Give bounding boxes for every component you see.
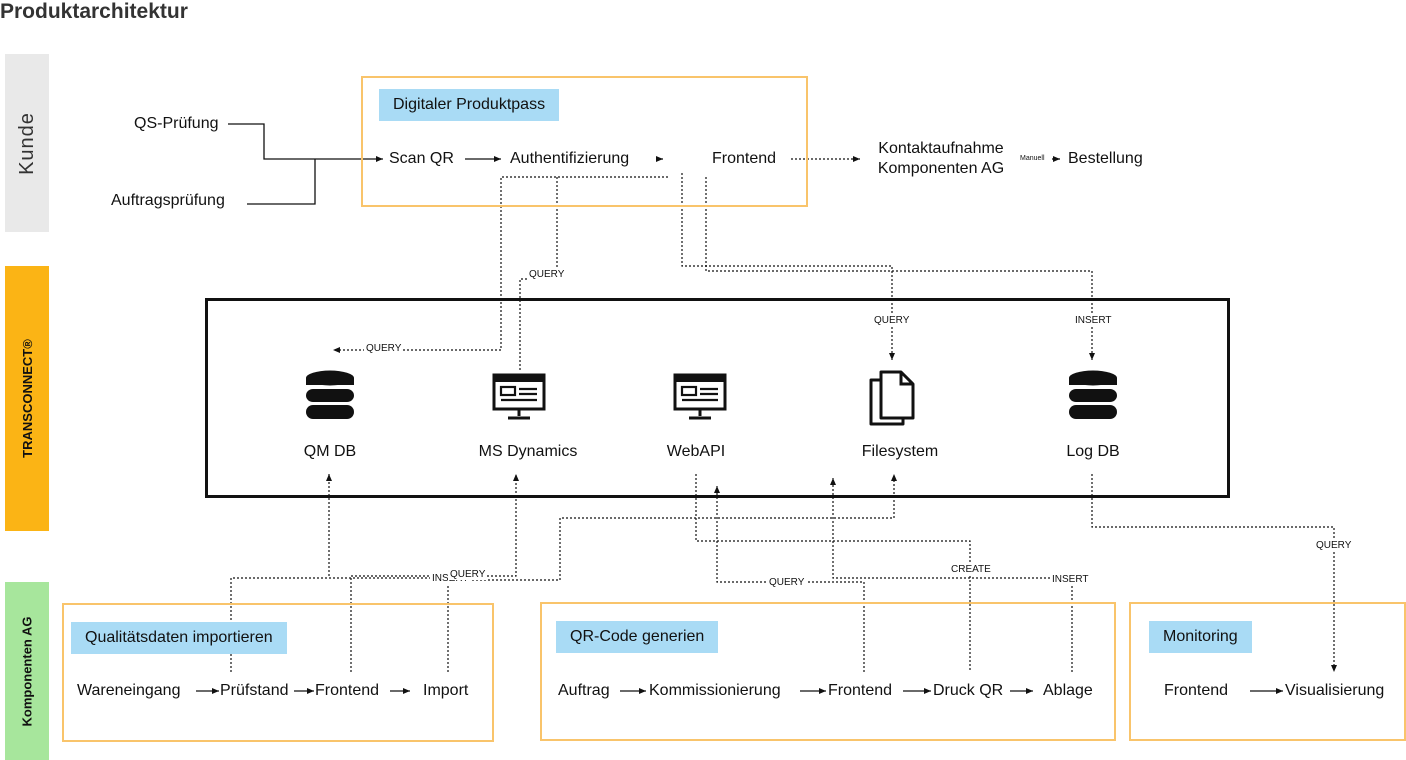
kontakt-line2: Komponenten AG (877, 160, 1005, 177)
manuell-label: Manuell (1020, 155, 1045, 162)
page-title: Produktarchitektur (0, 0, 188, 23)
step-wareneingang: Wareneingang (77, 682, 181, 699)
edge-label-query-monitoring: QUERY (1314, 540, 1354, 551)
frontend-kunde-node: Frontend (712, 150, 777, 167)
ms-dynamics-label: MS Dynamics (478, 443, 578, 460)
step-frontend-qualitaet: Frontend (315, 682, 380, 699)
produktpass-box (361, 76, 808, 207)
lane-komponenten-ag: Komponenten AG (5, 582, 49, 760)
webapi-label: WebAPI (666, 443, 726, 460)
database-icon (306, 370, 354, 419)
qrcode-tag: QR-Code generien (556, 621, 719, 653)
edge-label-query-msdynamics: QUERY (527, 269, 567, 280)
step-import: Import (423, 682, 469, 699)
step-frontend-qrcode: Frontend (828, 682, 893, 699)
step-frontend-monitoring: Frontend (1164, 682, 1229, 699)
edge-label-query-qmdb: QUERY (364, 343, 404, 354)
lane-komponenten-label: Komponenten AG (19, 615, 35, 727)
lane-transconnect-label: TRANSCONNECT® (19, 339, 35, 458)
kontaktaufnahme-node: Kontaktaufnahme Komponenten AG (878, 139, 1004, 179)
lane-transconnect: TRANSCONNECT® (5, 266, 49, 531)
database-icon (1069, 370, 1117, 419)
lane-kunde: Kunde (5, 54, 49, 232)
step-visualisierung: Visualisierung (1285, 682, 1385, 699)
qs-pruefung-node: QS-Prüfung (134, 115, 219, 132)
files-icon (869, 370, 915, 426)
qrcode-box (540, 602, 1116, 741)
filesystem-label: Filesystem (861, 443, 939, 460)
edge-label-create: CREATE (949, 564, 993, 575)
authentifizierung-node: Authentifizierung (510, 150, 630, 167)
monitoring-box (1129, 602, 1406, 741)
scan-qr-node: Scan QR (389, 150, 454, 167)
qualitaetsdaten-tag: Qualitätsdaten importieren (71, 622, 287, 654)
step-kommissionierung: Kommissionierung (649, 682, 781, 699)
step-auftrag: Auftrag (558, 682, 610, 699)
application-window-icon (492, 373, 546, 420)
step-druck-qr: Druck QR (933, 682, 1004, 699)
edge-label-insert-logdb: INSERT (1073, 315, 1114, 326)
auftragspruefung-node: Auftragsprüfung (111, 192, 225, 209)
bestellung-node: Bestellung (1068, 150, 1143, 167)
application-window-icon (673, 373, 727, 420)
step-pruefstand: Prüfstand (220, 682, 289, 699)
log-db-label: Log DB (1066, 443, 1120, 460)
edge-label-query-webapi: QUERY (767, 577, 807, 588)
qm-db-label: QM DB (303, 443, 357, 460)
monitoring-tag: Monitoring (1149, 621, 1252, 653)
step-ablage: Ablage (1043, 682, 1093, 699)
transconnect-box (205, 298, 1230, 498)
edge-label-query-filesystem: QUERY (872, 315, 912, 326)
lane-kunde-label: Kunde (15, 111, 38, 175)
produktpass-tag: Digitaler Produktpass (379, 89, 560, 121)
edge-label-query-import: QUERY (448, 569, 488, 580)
kontakt-line1: Kontaktaufnahme (878, 140, 1004, 157)
qualitaetsdaten-box (62, 603, 494, 742)
edge-label-insert-ablage: INSERT (1050, 574, 1091, 585)
